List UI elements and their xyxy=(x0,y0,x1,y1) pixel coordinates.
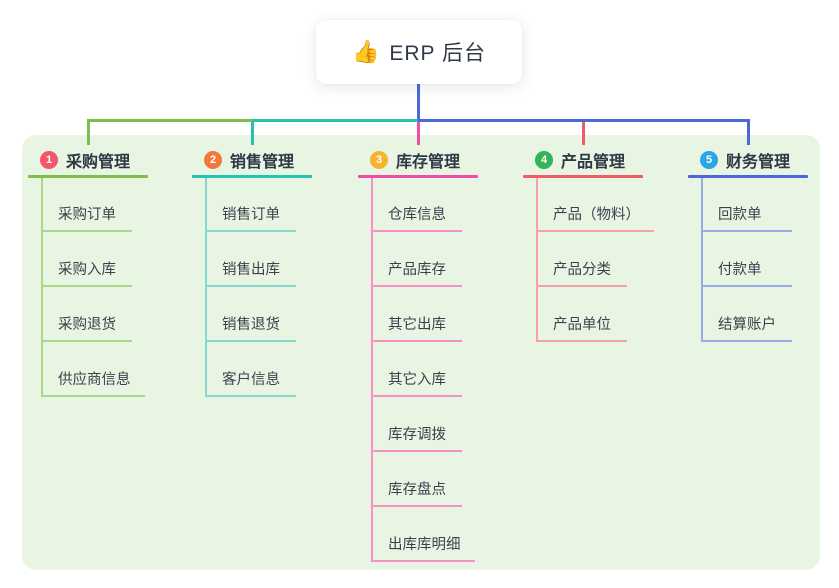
branch-number-badge: 5 xyxy=(700,151,718,169)
branch-number-badge: 1 xyxy=(40,151,58,169)
branch-label[interactable]: 5 财务管理 xyxy=(688,148,839,172)
branch-drop-line xyxy=(747,119,750,145)
root-node-label: ERP 后台 xyxy=(389,42,487,65)
branch-number-badge: 3 xyxy=(370,151,388,169)
branch-label[interactable]: 3 库存管理 xyxy=(358,148,518,172)
branch-underline xyxy=(688,175,808,178)
branch-label[interactable]: 1 采购管理 xyxy=(28,148,188,172)
child-node[interactable]: 供应商信息 xyxy=(41,365,145,397)
thumbs-up-icon: 👍 xyxy=(351,39,380,64)
branch-underline xyxy=(358,175,478,178)
branches-panel xyxy=(22,135,820,570)
branch-node-4: 4 产品管理产品（物料） 产品分类产品单位 xyxy=(523,148,683,342)
branch-title: 采购管理 xyxy=(66,154,131,171)
branch-underline xyxy=(28,175,148,178)
branch-label[interactable]: 2 销售管理 xyxy=(192,148,352,172)
child-node[interactable]: 回款单 xyxy=(701,200,792,232)
child-node[interactable]: 库存盘点 xyxy=(371,475,462,507)
child-node[interactable]: 采购入库 xyxy=(41,255,132,287)
child-node[interactable]: 产品分类 xyxy=(536,255,627,287)
child-node[interactable]: 销售退货 xyxy=(205,310,296,342)
branch-number-badge: 2 xyxy=(204,151,222,169)
child-node[interactable]: 产品（物料） xyxy=(536,200,654,232)
branch-connector-line xyxy=(205,178,207,397)
child-node[interactable]: 仓库信息 xyxy=(371,200,462,232)
branch-node-2: 2 销售管理销售订单销售出库销售退货客户信息 xyxy=(192,148,352,397)
branch-connector-line xyxy=(41,178,43,397)
root-node[interactable]: 👍 ERP 后台 xyxy=(316,20,522,84)
branch-node-3: 3 库存管理仓库信息产品库存其它出库其它入库库存调拨库存盘点出库库明细 xyxy=(358,148,518,562)
child-node[interactable]: 结算账户 xyxy=(701,310,792,342)
bus-segment-right xyxy=(418,119,750,122)
child-node[interactable]: 出库库明细 xyxy=(371,530,475,562)
child-node[interactable]: 付款单 xyxy=(701,255,792,287)
child-node[interactable]: 其它入库 xyxy=(371,365,462,397)
branch-drop-line xyxy=(251,119,254,145)
child-node[interactable]: 销售出库 xyxy=(205,255,296,287)
branch-label[interactable]: 4 产品管理 xyxy=(523,148,683,172)
branch-underline xyxy=(523,175,643,178)
child-node[interactable]: 销售订单 xyxy=(205,200,296,232)
branch-underline xyxy=(192,175,312,178)
child-node[interactable]: 产品库存 xyxy=(371,255,462,287)
child-node[interactable]: 采购退货 xyxy=(41,310,132,342)
branch-title: 销售管理 xyxy=(230,154,295,171)
branch-title: 库存管理 xyxy=(396,154,461,171)
branch-connector-line xyxy=(536,178,538,342)
child-node[interactable]: 其它出库 xyxy=(371,310,462,342)
branch-number-badge: 4 xyxy=(535,151,553,169)
branch-node-1: 1 采购管理采购订单采购入库采购退货供应商信息 xyxy=(28,148,188,397)
child-node[interactable]: 库存调拨 xyxy=(371,420,462,452)
branch-connector-line xyxy=(371,178,373,562)
branch-drop-line xyxy=(417,119,420,145)
root-stem-line xyxy=(417,84,420,120)
branch-drop-line xyxy=(87,119,90,145)
branch-node-5: 5 财务管理回款单付款单结算账户 xyxy=(688,148,839,342)
bus-segment-left xyxy=(88,119,252,122)
child-node[interactable]: 产品单位 xyxy=(536,310,627,342)
child-node[interactable]: 客户信息 xyxy=(205,365,296,397)
branch-connector-line xyxy=(701,178,703,342)
branch-title: 产品管理 xyxy=(561,154,626,171)
branch-title: 财务管理 xyxy=(726,154,791,171)
child-node[interactable]: 采购订单 xyxy=(41,200,132,232)
branch-drop-line xyxy=(582,119,585,145)
bus-segment-mid xyxy=(252,119,418,122)
